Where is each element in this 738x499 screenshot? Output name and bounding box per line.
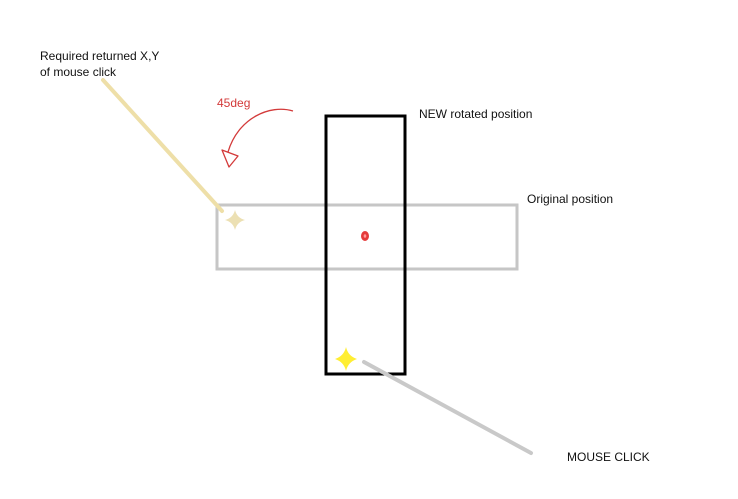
required-pointer-line [101, 78, 224, 213]
rotation-curved-arrow-icon [227, 108, 294, 153]
rotation-angle-label: 45deg [217, 96, 251, 110]
original-position-label: Original position [527, 192, 614, 206]
click-point-sparkle-icon [335, 347, 357, 371]
required-xy-label: Required returned X,Y of mouse click [40, 48, 200, 80]
new-position-label: NEW rotated position [419, 107, 533, 121]
required-xy-label-line1: Required returned X,Y [40, 49, 160, 63]
required-point-sparkle-icon [225, 210, 245, 230]
rotated-position-rect [324, 114, 407, 376]
center-dot-highlight [363, 234, 367, 238]
mouse-click-label: MOUSE CLICK [567, 450, 650, 464]
original-position-rect [215, 203, 519, 271]
rotation-arrowhead-icon [221, 149, 239, 168]
required-xy-label-line2: of mouse click [40, 65, 117, 79]
click-pointer-line [362, 360, 533, 455]
